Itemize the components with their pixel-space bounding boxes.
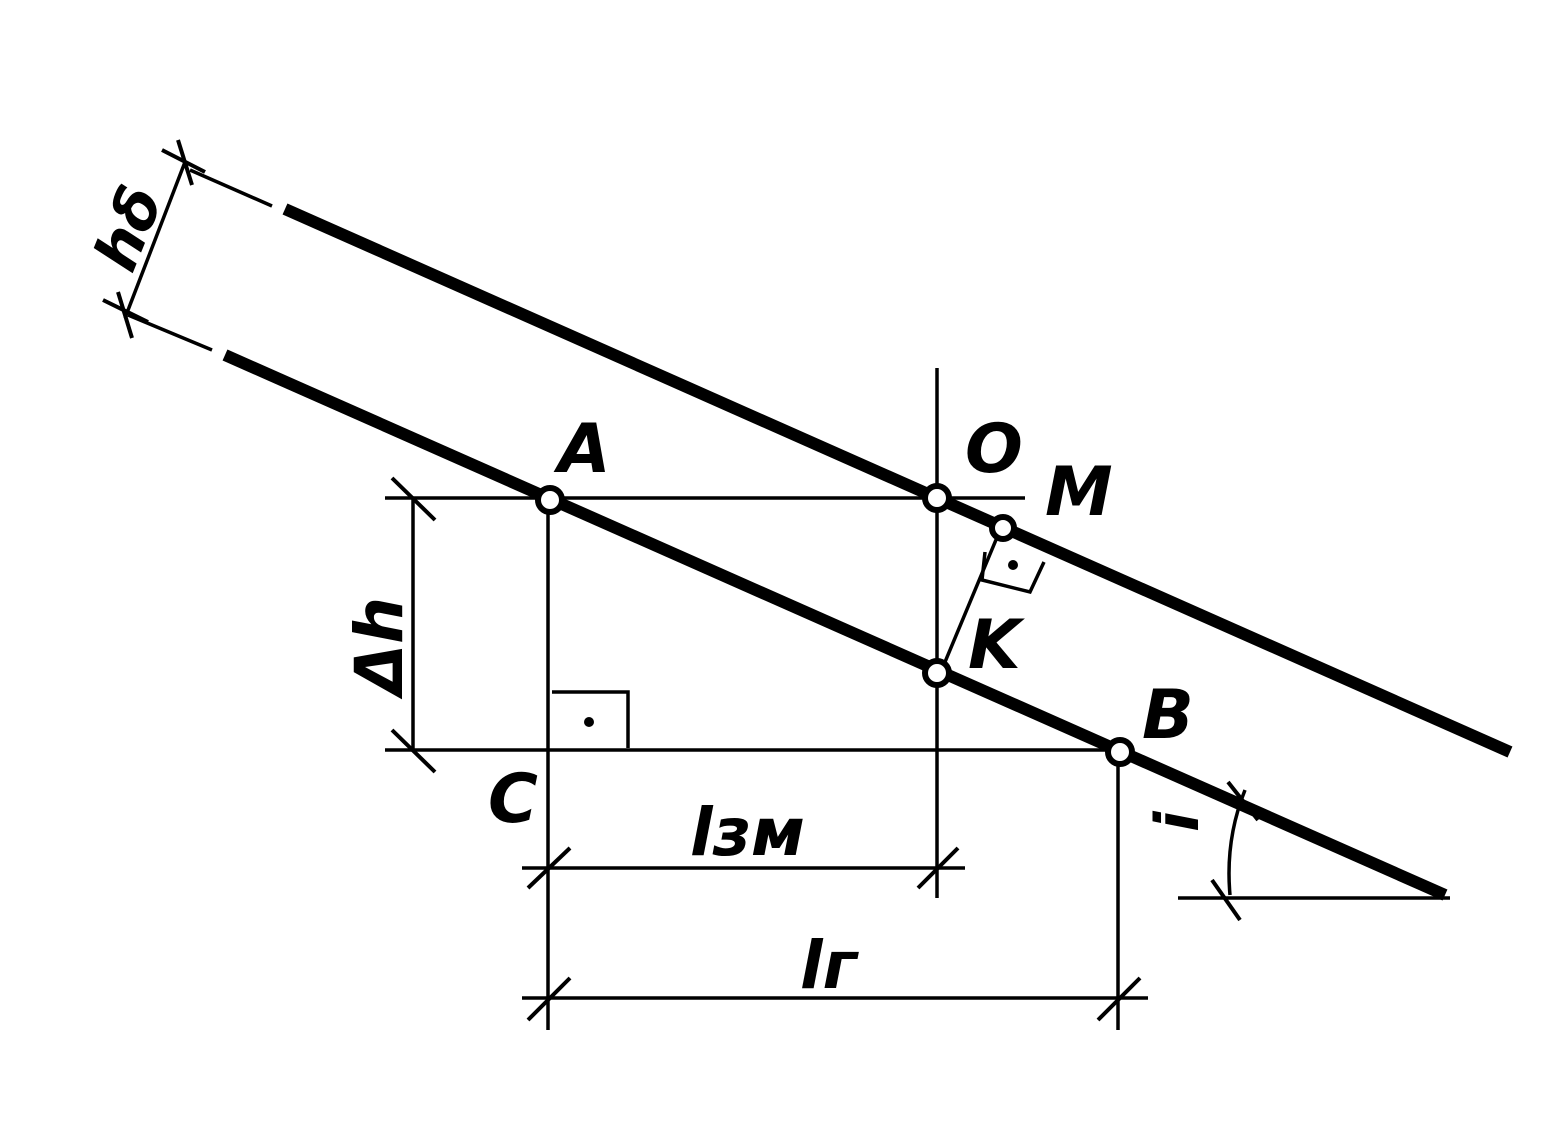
right-angle-marker-C [552,690,630,748]
point-K [922,658,952,688]
l-g-dimension-ticks [526,976,1142,1022]
point-M [989,514,1017,542]
label-A: A [553,410,611,489]
label-M: M [1045,453,1113,532]
perpendicular-KM [943,534,1000,663]
delta-h-dimension-ticks [390,476,437,774]
l-zm-dimension-ticks [526,846,960,890]
right-angle-marker-M [980,551,1046,595]
label-h-delta: hδ [81,177,177,281]
point-O [922,483,952,513]
upper-slope-line-thin [189,168,273,208]
label-l-g: lг [800,927,860,1004]
label-l-zm: lзм [690,794,805,871]
point-B [1105,737,1135,767]
label-C: C [488,760,538,839]
label-angle-i: i [1143,810,1213,832]
thickness-dimension-line [123,161,187,319]
label-K: K [968,606,1025,685]
lower-slope-line [222,349,1448,901]
thickness-dimension-ticks [102,139,206,339]
label-delta-h: Δh [341,597,418,700]
label-B: B [1142,676,1194,755]
angle-arc-ticks [1210,780,1260,922]
upper-slope-line [282,203,1513,758]
label-O: O [965,410,1023,489]
point-A [535,485,565,515]
